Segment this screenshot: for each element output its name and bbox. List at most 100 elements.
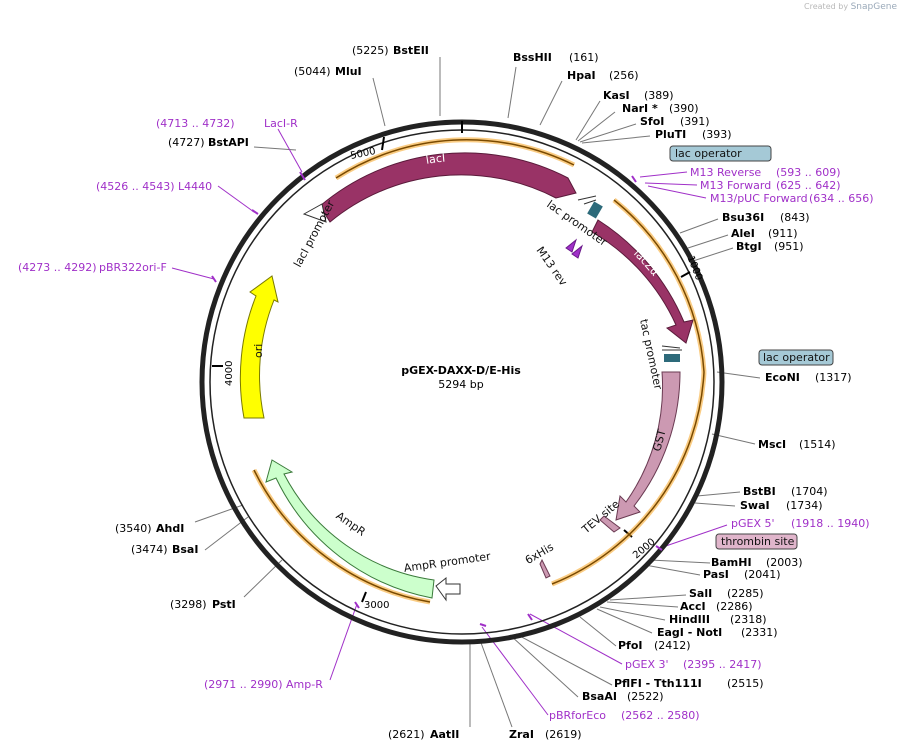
primer-leaders	[171, 128, 728, 716]
site-AleI: AleI	[731, 227, 755, 240]
plasmid-length: 5294 bp	[438, 378, 483, 391]
plasmid-name: pGEX-DAXX-D/E-His	[401, 364, 521, 377]
site-AleI-pos: (911)	[768, 227, 798, 240]
site-KasI: KasI	[603, 89, 630, 102]
site-PasI: PasI	[703, 568, 729, 581]
site-SfoI-pos: (391)	[680, 115, 710, 128]
primer-pBRforEco-range: (2562 .. 2580)	[621, 709, 700, 722]
site-SalI-pos: (2285)	[727, 587, 764, 600]
primer-marks	[211, 171, 663, 627]
tac-promoter-mark	[661, 345, 682, 351]
primer-pGEX3: pGEX 3'	[625, 658, 669, 671]
site-HpaI-pos: (256)	[609, 69, 639, 82]
feature-lacZ	[591, 219, 694, 344]
primer-M13-Forward-range: (625 .. 642)	[776, 179, 841, 192]
site-BtgI-pos: (951)	[774, 240, 804, 253]
site-BssHII: BssHII	[513, 51, 552, 64]
feature-label-ori: ori	[252, 344, 265, 358]
site-MluI: MluI	[335, 65, 362, 78]
site-AhdI-pos: (3540)	[115, 522, 152, 535]
primer-pBR322ori-F: pBR322ori-F	[99, 261, 167, 274]
lac-operator-box-1	[669, 145, 772, 162]
site-EcoNI: EcoNI	[765, 371, 800, 384]
site-PflFI-Tth111I: PflFI - Tth111I	[614, 677, 702, 690]
site-PasI-pos: (2041)	[744, 568, 781, 581]
site-EagI-NotI: EagI - NotI	[657, 626, 722, 639]
site-BamHI: BamHI	[711, 556, 752, 569]
snapgene-watermark: Created by SnapGene	[804, 2, 897, 12]
site-BstEII: BstEII	[393, 44, 429, 57]
primer-M13-pUC-Forward-range: (634 .. 656)	[809, 192, 874, 205]
site-BstAPI-pos: (4727)	[168, 136, 205, 149]
site-BssHII-pos: (161)	[569, 51, 599, 64]
site-BstBI-pos: (1704)	[791, 485, 828, 498]
site-Bsu36I: Bsu36I	[722, 211, 764, 224]
site-MluI-pos: (5044)	[294, 65, 331, 78]
site-BstAPI: BstAPI	[208, 136, 249, 149]
site-PstI-pos: (3298)	[170, 598, 207, 611]
site-HindIII: HindIII	[669, 613, 710, 626]
m13-rev-arrows	[565, 238, 584, 259]
feature-label-AmpR-promoter: AmpR promoter	[403, 550, 492, 575]
feature-label-tac-promoter: tac promoter	[637, 318, 665, 391]
feature-lacI	[319, 152, 577, 223]
site-KasI-pos: (389)	[644, 89, 674, 102]
lac-operator-label-2: lac operator	[763, 351, 830, 364]
orf-arcs	[251, 137, 707, 605]
feature-6xHis	[539, 558, 551, 579]
primer-L4440-range: (4526 .. 4543)	[96, 180, 175, 193]
site-AhdI: AhdI	[156, 522, 184, 535]
site-PluTI-pos: (393)	[702, 128, 732, 141]
primer-pGEX5-range: (1918 .. 1940)	[791, 517, 870, 530]
site-MscI-pos: (1514)	[799, 438, 836, 451]
site-PstI: PstI	[212, 598, 236, 611]
feature-label-lacI: lacI	[425, 152, 446, 167]
feature-GST	[615, 371, 681, 521]
feature-label-GST: GST	[650, 428, 668, 453]
lac-operator-label-1: lac operator	[675, 147, 742, 160]
site-HindIII-pos: (2318)	[730, 613, 767, 626]
site-SwaI: SwaI	[740, 499, 770, 512]
site-BtgI: BtgI	[736, 240, 762, 253]
site-BsaI-pos: (3474)	[131, 543, 168, 556]
site-PflFI-Tth111I-pos: (2515)	[727, 677, 764, 690]
site-BsaAI-pos: (2522)	[627, 690, 664, 703]
site-AatII-pos: (2621)	[388, 728, 425, 741]
primer-M13-Reverse-range: (593 .. 609)	[776, 166, 841, 179]
site-EagI-NotI-pos: (2331)	[741, 626, 778, 639]
leader-lines	[194, 57, 761, 728]
primer-M13-pUC-Forward: M13/pUC Forward	[710, 192, 808, 205]
watermark-prefix: Created by	[804, 2, 849, 11]
feature-TEV-site	[599, 515, 621, 533]
feature-label-6xHis: 6xHis	[523, 540, 556, 567]
site-EcoNI-pos: (1317)	[815, 371, 852, 384]
feature-label-m13-rev: M13 rev	[534, 244, 570, 288]
feature-AmpR	[265, 459, 435, 599]
site-MscI: MscI	[758, 438, 786, 451]
site-BstEII-pos: (5225)	[352, 44, 389, 57]
feature-AmpR-promoter	[435, 576, 461, 602]
thrombin-site-box	[715, 533, 798, 550]
site-BstBI: BstBI	[743, 485, 776, 498]
primer-pBR322ori-F-range: (4273 .. 4292)	[18, 261, 97, 274]
primer-Amp-R: Amp-R	[286, 678, 323, 691]
site-ZraI: ZraI	[509, 728, 534, 741]
site-Bsu36I-pos: (843)	[780, 211, 810, 224]
site-AatII: AatII	[430, 728, 459, 741]
feature-label-AmpR: AmpR	[334, 509, 369, 539]
site-ZraI-pos: (2619)	[545, 728, 582, 741]
primer-M13-Forward: M13 Forward	[700, 179, 771, 192]
site-NarI-pos: (390)	[669, 102, 699, 115]
site-PluTI: PluTI	[655, 128, 686, 141]
site-AccI-pos: (2286)	[716, 600, 753, 613]
feature-ori	[239, 275, 279, 419]
primer-pGEX3-range: (2395 .. 2417)	[683, 658, 762, 671]
site-PfoI-pos: (2412)	[654, 639, 691, 652]
primer-pGEX5: pGEX 5'	[731, 517, 775, 530]
site-SwaI-pos: (1734)	[786, 499, 823, 512]
site-HpaI: HpaI	[567, 69, 596, 82]
primer-LacI-R: LacI-R	[264, 117, 298, 130]
primer-M13-Reverse: M13 Reverse	[690, 166, 761, 179]
site-BamHI-pos: (2003)	[766, 556, 803, 569]
